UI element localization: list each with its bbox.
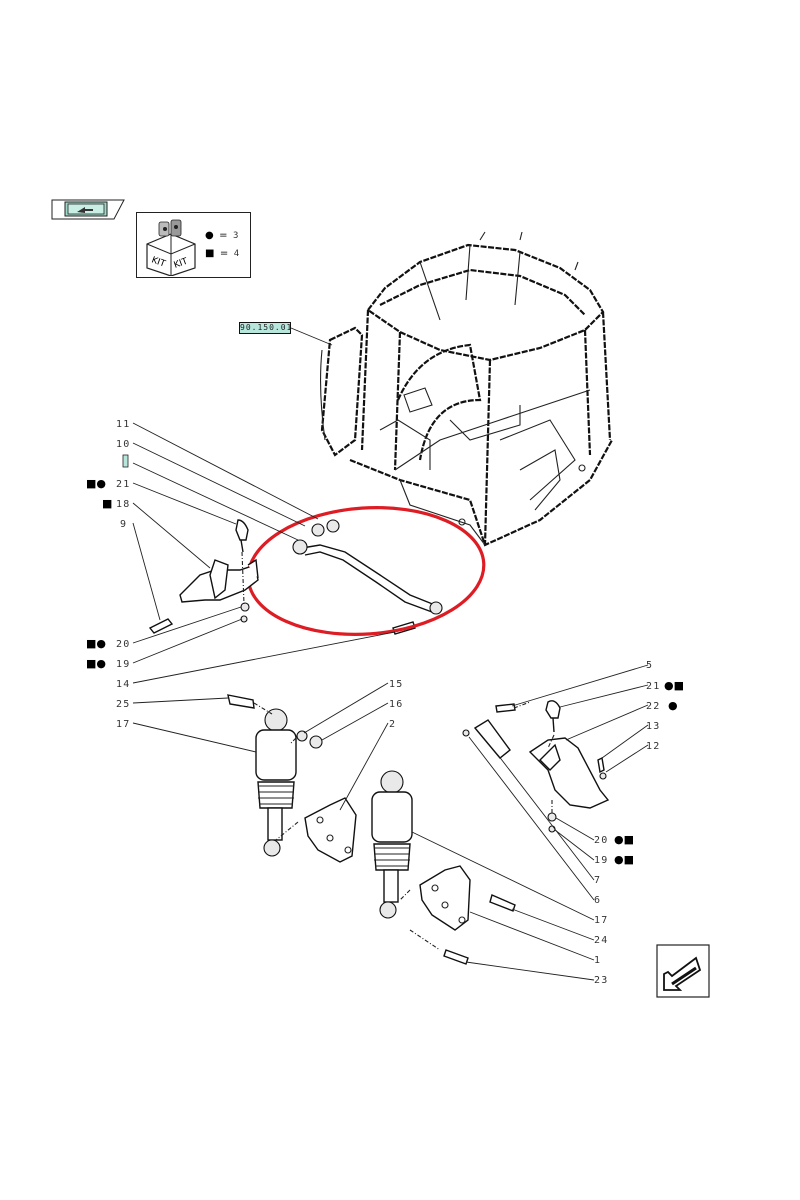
- callout-11: 11: [116, 419, 130, 430]
- bolt-5: [495, 703, 516, 713]
- callout-2: 2: [389, 719, 396, 730]
- callout-17-right: 17: [594, 915, 608, 926]
- callout-7: 7: [594, 875, 601, 886]
- callout-18-symbols: ■: [102, 497, 112, 510]
- callout-21-symbols: ■●: [86, 477, 106, 490]
- callout-19: 19: [116, 659, 130, 670]
- clip-7: [473, 719, 511, 759]
- bolt-23: [443, 949, 469, 965]
- callout-17-left: 17: [116, 719, 130, 730]
- bolt-9: [148, 618, 174, 634]
- kit-label-left: KIT: [150, 255, 167, 269]
- callout-18: 18: [116, 499, 130, 510]
- bushing-part: [292, 539, 308, 555]
- left-leader-lines: [132, 422, 396, 753]
- center-brackets: [304, 797, 471, 931]
- legend-row-square: ■ = 4: [205, 245, 239, 263]
- stabilizer-bar-assembly: [292, 519, 443, 635]
- washer-15: [296, 730, 308, 742]
- legend-circle-symbol: ●: [205, 230, 214, 241]
- callout-20-right-symbols: ●■: [614, 833, 634, 846]
- right-leader-lines: [411, 664, 649, 981]
- rubber-stop-21: [235, 519, 249, 541]
- previous-page-button[interactable]: [51, 198, 125, 220]
- callout-19-right-symbols: ●■: [614, 853, 634, 866]
- legend-square-equals: =: [219, 248, 229, 259]
- callout-14: 14: [116, 679, 130, 690]
- callout-16: 16: [389, 699, 403, 710]
- callout-9: 9: [120, 519, 127, 530]
- legend-circle-equals: =: [219, 230, 228, 241]
- kit-label-right: KIT: [173, 256, 190, 270]
- bushing-10: [311, 523, 325, 537]
- right-bracket-assembly: [462, 700, 610, 833]
- assembly-lines: [241, 551, 555, 951]
- bolt-25: [227, 694, 255, 709]
- cab-reference-link[interactable]: 90.150.01: [239, 322, 293, 334]
- kit-legend: ● = 3 ■ = 4: [205, 227, 239, 263]
- callout-1: 1: [594, 955, 601, 966]
- legend-square-symbol: ■: [205, 248, 215, 259]
- ref-leader: [290, 327, 333, 346]
- legend-row-circle: ● = 3: [205, 227, 239, 245]
- callout-22: 22: [646, 701, 660, 712]
- bracket-2: [304, 797, 357, 863]
- callout-15: 15: [389, 679, 403, 690]
- nut-19r: [548, 825, 556, 833]
- callout-21-right-symbols: ●■: [664, 679, 684, 692]
- right-shock-absorber: [371, 770, 516, 965]
- callout-12: 12: [646, 741, 660, 752]
- callout-21: 21: [116, 479, 130, 490]
- washer-20r: [547, 812, 557, 822]
- callout-21-right: 21: [646, 681, 660, 692]
- center-leader-lines: [303, 682, 389, 811]
- callout-20: 20: [116, 639, 130, 650]
- rubber-stop-21r: [545, 700, 561, 719]
- bushing-11: [326, 519, 340, 533]
- bracket-1: [419, 865, 471, 931]
- washer-20: [240, 602, 250, 612]
- right-callouts: 5 21 ●■ 22 ● 13 12 20 ●■ 19 ●■ 7 6 17 24…: [594, 660, 684, 986]
- next-page-button[interactable]: [656, 944, 710, 998]
- screw-12: [597, 756, 605, 774]
- callout-24: 24: [594, 935, 608, 946]
- callout-13: 13: [646, 721, 660, 732]
- kit-legend-panel: KIT KIT ● = 3 ■ = 4: [136, 212, 251, 278]
- pin-6: [462, 729, 470, 737]
- arrow-down-left-icon: [656, 944, 710, 998]
- legend-circle-value: 3: [232, 231, 239, 241]
- callout-20-right: 20: [594, 835, 608, 846]
- callout-23: 23: [594, 975, 608, 986]
- callout-19-symbols: ■●: [86, 657, 106, 670]
- kit-labels: KIT KIT: [150, 255, 190, 270]
- left-shock-absorber: [227, 694, 323, 857]
- left-callouts: 11 10 8 ■● 21 ■ 18 9 ■● 20 ■● 19 14 25 1…: [86, 419, 130, 730]
- cab-frame-drawing: [320, 231, 613, 547]
- callout-19-right: 19: [594, 855, 608, 866]
- bracket-22: [528, 737, 610, 809]
- bolt-24: [489, 894, 516, 912]
- callout-5: 5: [646, 660, 653, 671]
- callout-25: 25: [116, 699, 130, 710]
- callout-22-symbols: ●: [668, 699, 678, 712]
- left-bracket-assembly: [148, 519, 259, 634]
- book-arrow-right-icon: [51, 199, 125, 220]
- legend-square-value: 4: [233, 249, 240, 259]
- nut-16: [309, 735, 323, 749]
- callout-20-symbols: ■●: [86, 637, 106, 650]
- bushing-part: [429, 601, 443, 615]
- callout-8-marker: [122, 454, 129, 468]
- callout-10: 10: [116, 439, 130, 450]
- callout-8: 8: [118, 459, 125, 470]
- center-callouts: 15 16 2: [389, 679, 403, 730]
- kit-box-icon: [146, 219, 196, 276]
- callout-6: 6: [594, 895, 601, 906]
